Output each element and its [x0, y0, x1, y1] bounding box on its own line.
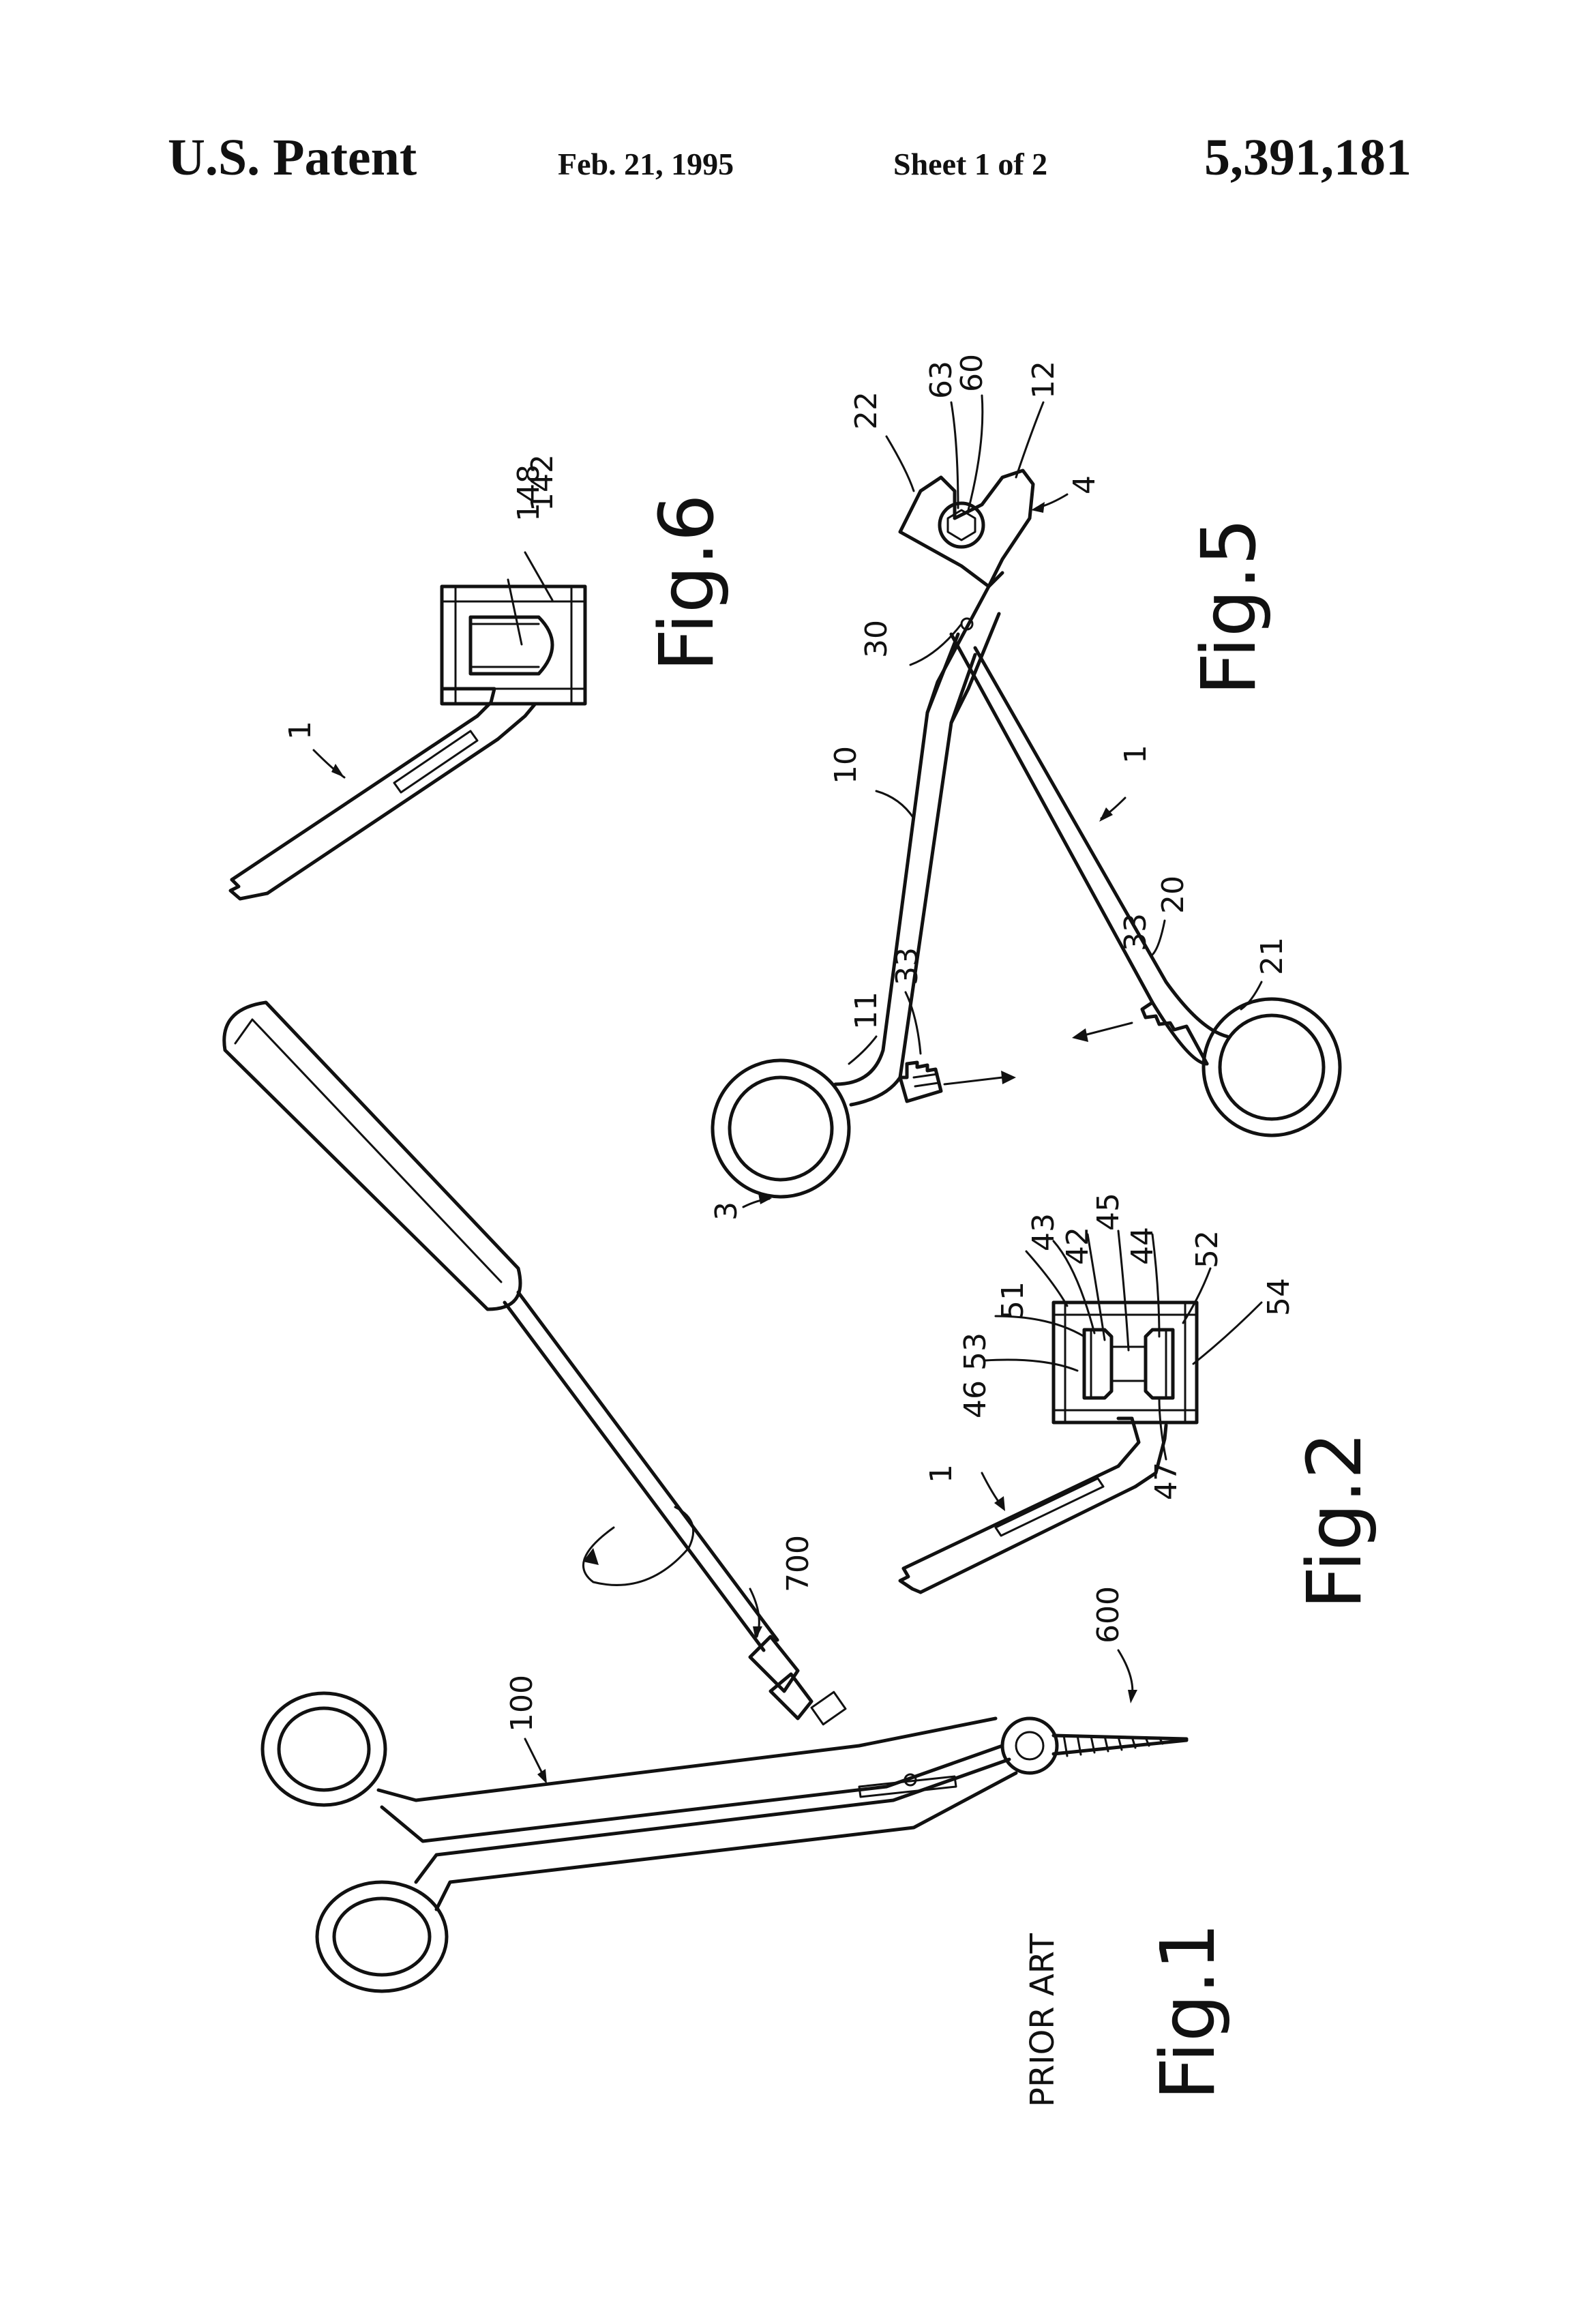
ref-47: 47	[1149, 1462, 1184, 1500]
ref-1-fig6: 1	[283, 721, 318, 740]
ref-1-fig2: 1	[924, 1464, 959, 1483]
ref-1-fig5: 1	[1118, 745, 1153, 764]
ref-12: 12	[1026, 361, 1061, 399]
ref-33-lower: 33	[1118, 913, 1153, 951]
ref-46: 46	[958, 1380, 993, 1418]
ref-30: 30	[859, 620, 894, 658]
ref-33-upper: 33	[890, 947, 925, 985]
ref-11: 11	[849, 992, 884, 1030]
fig1-drawing	[224, 1002, 1186, 1991]
ref-142: 142	[525, 454, 560, 511]
ref-43: 43	[1026, 1213, 1061, 1251]
ref-53: 53	[958, 1332, 993, 1371]
fig2-drawing	[900, 1231, 1262, 1592]
ref-22: 22	[849, 391, 884, 430]
fig2-label: Fig.2	[1291, 1431, 1378, 1609]
ref-3: 3	[709, 1202, 744, 1221]
ref-45: 45	[1091, 1193, 1126, 1231]
ref-700: 700	[781, 1535, 816, 1592]
ref-4: 4	[1067, 475, 1102, 494]
ref-44: 44	[1125, 1227, 1160, 1265]
ref-20: 20	[1156, 876, 1191, 914]
ref-63: 63	[924, 361, 959, 399]
ref-54: 54	[1262, 1278, 1296, 1316]
fig6-label: Fig.6	[643, 494, 730, 672]
ref-52: 52	[1190, 1230, 1225, 1268]
ref-600: 600	[1091, 1586, 1126, 1643]
ref-51: 51	[996, 1281, 1030, 1320]
ref-10: 10	[829, 746, 863, 784]
ref-60: 60	[955, 354, 989, 392]
fig1-label: Fig.1	[1144, 1922, 1232, 2100]
fig5-drawing	[713, 396, 1340, 1207]
ref-42: 42	[1060, 1227, 1095, 1265]
fig1-caption: PRIOR ART	[1024, 1933, 1062, 2107]
fig5-label: Fig.5	[1185, 518, 1272, 696]
ref-21: 21	[1255, 937, 1289, 975]
ref-100: 100	[505, 1675, 539, 1732]
